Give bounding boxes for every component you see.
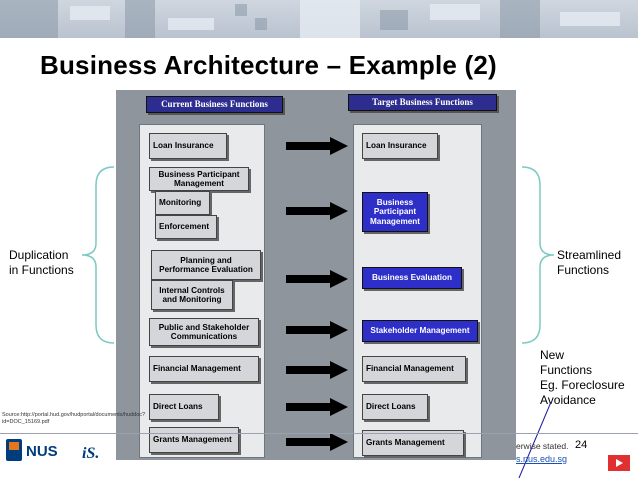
architecture-diagram: Current Business Functions Target Busine… [116,90,516,460]
new-functions-label: New Functions Eg. Foreclosure Avoidance [540,348,625,407]
current-loan-insurance: Loan Insurance [149,133,227,159]
source-citation: Source:http://portal.hud.gov/hudportal/d… [2,412,146,425]
current-enforcement: Enforcement [155,215,217,239]
page-title: Business Architecture – Example (2) [40,50,497,80]
svg-text:iS.: iS. [82,445,99,462]
target-business-participant-management: Business Participant Management [362,192,428,232]
svg-text:NUS: NUS [26,443,58,460]
current-monitoring: Monitoring [155,191,210,215]
streamlined-label: Streamlined Functions [557,248,622,277]
arrow-icon [286,137,348,155]
arrow-icon [286,321,348,339]
next-slide-button[interactable] [608,455,630,471]
duplication-label: Duplication in Functions [9,248,74,277]
current-functions-header: Current Business Functions [146,96,283,113]
arrow-icon [286,361,348,379]
current-planning-performance-evaluation: Planning and Performance Evaluation [151,250,261,280]
target-business-evaluation: Business Evaluation [362,267,462,289]
current-grants-management: Grants Management [149,427,239,453]
header-banner [0,0,638,38]
right-brace-icon [521,166,555,344]
arrow-icon [286,270,348,288]
footer-divider [0,433,638,434]
current-business-participant-management: Business Participant Management [149,167,249,191]
pointer-line [518,401,552,479]
left-brace-icon [81,166,115,344]
target-grants-management: Grants Management [362,430,464,456]
target-direct-loans: Direct Loans [362,394,428,420]
target-loan-insurance: Loan Insurance [362,133,438,159]
target-stakeholder-management: Stakeholder Management [362,320,478,342]
next-arrow-icon [616,459,623,467]
current-direct-loans: Direct Loans [149,394,219,420]
current-financial-management: Financial Management [149,356,259,382]
arrow-icon [286,202,348,220]
current-internal-controls-monitoring: Internal Controls and Monitoring [151,280,233,310]
rights-text: erwise stated. [516,441,569,451]
target-financial-management: Financial Management [362,356,466,382]
page-number: 24 [575,439,588,451]
footer-url-link[interactable]: s.nus.edu.sg [516,454,568,464]
arrow-icon [286,398,348,416]
target-functions-header: Target Business Functions [348,94,497,111]
nus-crest-icon: NUS iS. [6,439,99,462]
nus-logo: NUS iS. [4,436,99,472]
current-public-stakeholder-communications: Public and Stakeholder Communications [149,318,259,346]
arrow-icon [286,433,348,451]
